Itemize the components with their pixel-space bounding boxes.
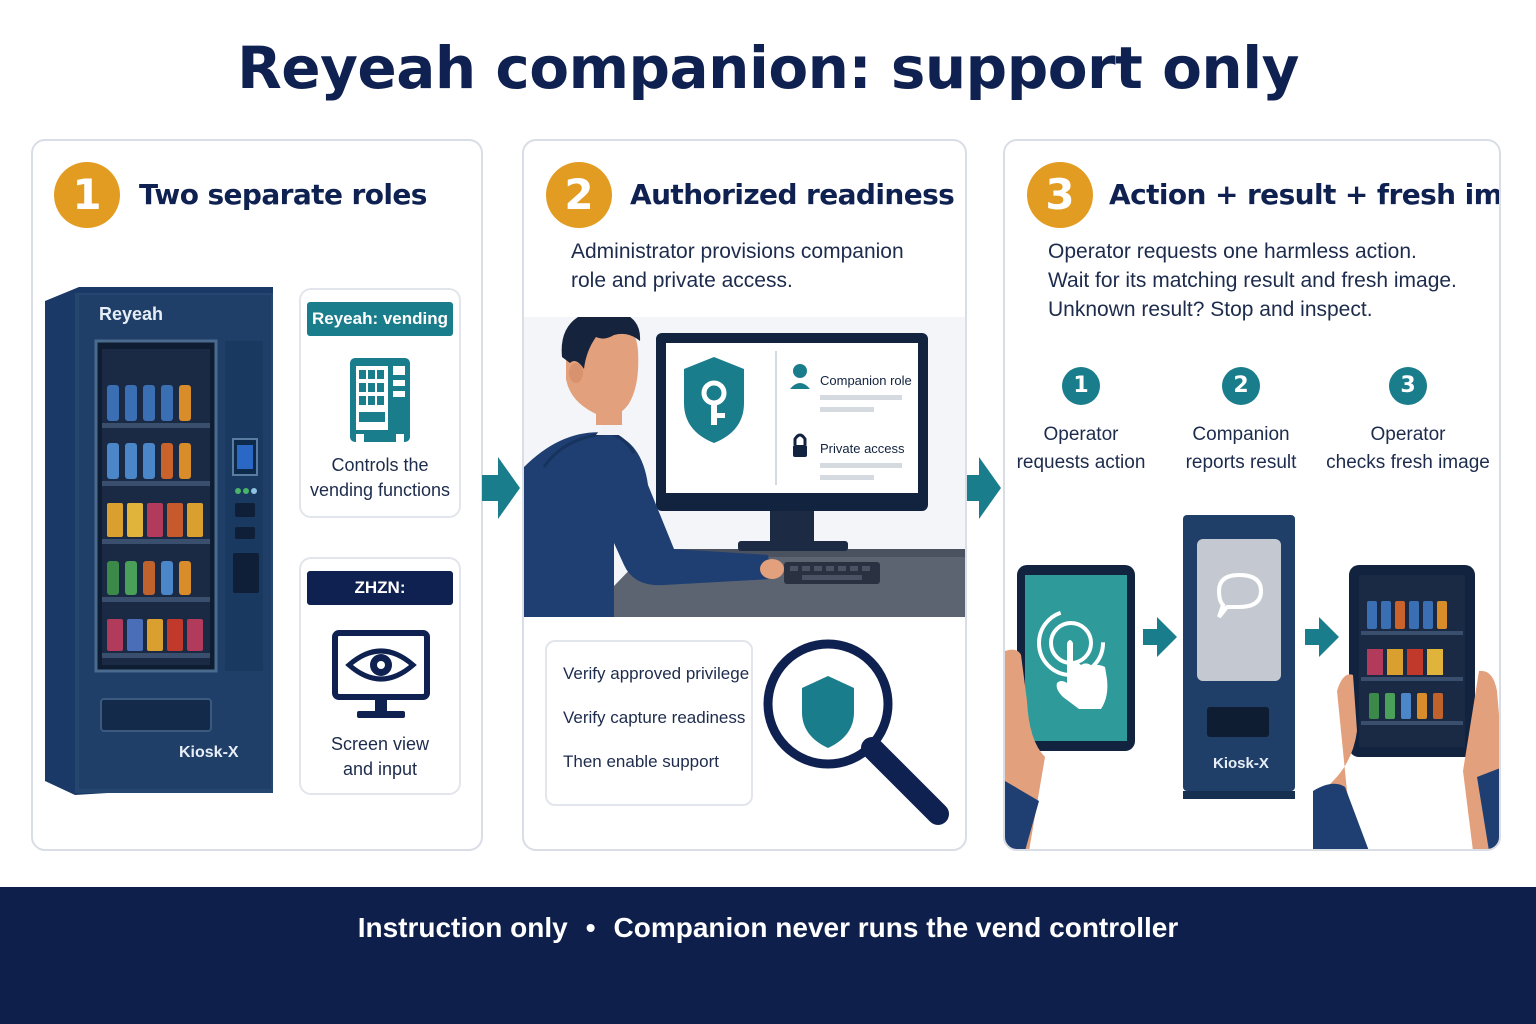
panel3-desc-2: Wait for its matching result and fresh i…	[1048, 269, 1457, 292]
substep-3-line1: Operator	[1370, 424, 1446, 445]
vending-machine-illustration	[45, 287, 273, 795]
step-number-3: 3	[1027, 162, 1093, 228]
role-label-vending: Reyeah: vending	[307, 302, 453, 336]
substep-1-line2: requests action	[1016, 452, 1146, 473]
vending-machine-icon	[350, 358, 410, 442]
substep-3-line2: checks fresh image	[1326, 452, 1490, 473]
panel3-desc-1: Operator requests one harmless action.	[1048, 240, 1417, 263]
panel-action-result: 3 Action + result + fresh image Operator…	[1003, 139, 1501, 851]
magnifier-shield-icon	[763, 639, 949, 825]
check-item-1: Verify approved privilege	[563, 664, 750, 683]
kiosk-result-illustration	[1183, 515, 1295, 799]
panel3-title: Action + result + fresh image	[1109, 178, 1501, 211]
tablet-touch-illustration	[1005, 565, 1135, 849]
tablet-fresh-image-illustration	[1313, 565, 1499, 849]
role-desc-vending-2: vending functions	[309, 480, 451, 500]
panel2-desc-2: role and private access.	[571, 269, 793, 292]
page-title: Reyeah companion: support only	[237, 34, 1299, 102]
step-number-1: 1	[54, 162, 120, 228]
check-item-2: Verify capture readiness	[563, 708, 746, 727]
footer-right-text: Companion never runs the vend controller	[613, 912, 1179, 943]
role-desc-companion-1: Screen view	[330, 734, 430, 754]
kiosk-model-label: Kiosk-X	[1213, 755, 1269, 772]
panel-two-roles: 1 Two separate roles	[31, 139, 483, 851]
check-item-3: Then enable support	[563, 752, 719, 771]
substep-1-number: 1	[1062, 367, 1100, 405]
kiosk-brand-label: Reyeah	[99, 304, 164, 324]
kiosk-model-label: Kiosk-X	[179, 744, 239, 761]
administrator-illustration	[524, 317, 965, 617]
arrow-right-icon	[482, 457, 520, 519]
panel2-title: Authorized readiness	[630, 178, 955, 211]
screen-private-access-text: Private access	[820, 441, 905, 456]
panel2-desc-1: Administrator provisions companion	[571, 240, 904, 263]
role-label-companion: ZHZN: companion	[307, 571, 453, 631]
panel-authorized-readiness: 2 Authorized readiness Administrator pro…	[522, 139, 967, 851]
screen-eye-icon	[332, 630, 430, 718]
substep-1-line1: Operator	[1043, 424, 1119, 445]
substep-3-number: 3	[1389, 367, 1427, 405]
screen-companion-role-text: Companion role	[820, 373, 912, 388]
substep-2-line2: reports result	[1185, 452, 1297, 473]
panel3-desc-3: Unknown result? Stop and inspect.	[1048, 298, 1373, 321]
arrow-right-icon	[963, 457, 1001, 519]
footer-left-text: Instruction only	[357, 912, 568, 943]
footer-bar	[0, 887, 1536, 1024]
arrow-right-icon	[1143, 617, 1177, 657]
role-desc-vending-1: Controls the	[331, 455, 429, 475]
footer-separator: •	[585, 912, 596, 943]
arrow-right-icon	[1305, 617, 1339, 657]
panel1-title: Two separate roles	[139, 178, 427, 211]
role-desc-companion-2: and input	[342, 759, 418, 779]
footer-text: Instruction only • Companion never runs th…	[0, 912, 1536, 944]
substep-2-number: 2	[1222, 367, 1260, 405]
readiness-checklist: Verify approved privilege Verify capture…	[545, 640, 753, 806]
role-card-companion: ZHZN: companion Screen view and input	[299, 557, 461, 795]
step-number-2: 2	[546, 162, 612, 228]
substep-2-line1: Companion	[1192, 424, 1290, 445]
role-card-vending: Reyeah: vending Controls the vending fun…	[299, 288, 461, 518]
